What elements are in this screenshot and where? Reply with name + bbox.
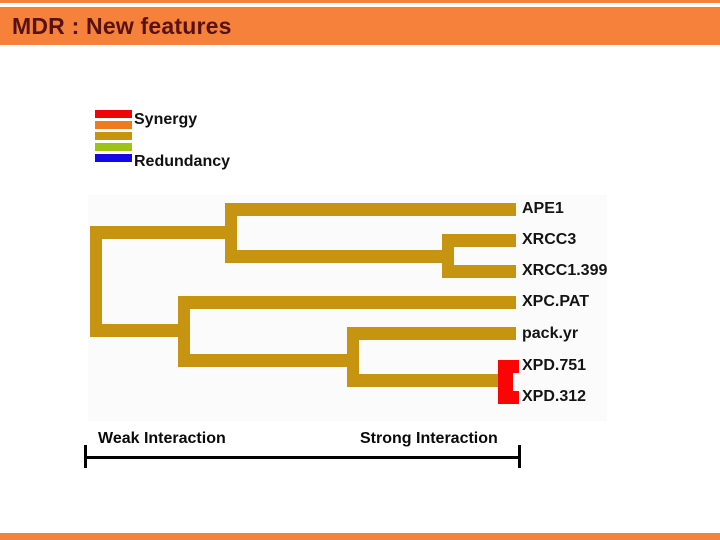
scale-tick-left (84, 445, 87, 468)
legend-label-redundancy: Redundancy (134, 153, 231, 170)
legend-label-synergy: Synergy (134, 111, 198, 128)
legend-swatch-blue (95, 154, 132, 162)
page-title: MDR : New features (12, 12, 232, 39)
legend-swatch-gold (95, 132, 132, 140)
leaf-label-packyr: pack.yr (522, 325, 579, 342)
leaf-label-xpd751: XPD.751 (522, 357, 587, 374)
branch-pack-yr (347, 327, 516, 340)
branch-xrcc3 (442, 234, 516, 247)
branch-ape1 (225, 203, 516, 216)
scale-tick-right (518, 445, 521, 468)
connector-root-bottom (90, 324, 190, 337)
leaf-label-xrcc3: XRCC3 (522, 231, 577, 248)
leaf-label-xpd312: XPD.312 (522, 388, 587, 405)
connector-to-xrcc-cluster (225, 250, 454, 263)
highlight-branch-xpd751 (498, 360, 519, 373)
leaf-label-xrcc1399: XRCC1.399 (522, 262, 608, 279)
junction-packyr-vertical (347, 327, 359, 387)
bottom-accent-strip (0, 533, 720, 540)
interaction-scale-line (84, 456, 521, 459)
leaf-label-ape1: APE1 (522, 200, 564, 217)
junction-lower-vertical (178, 296, 190, 367)
connector-to-xpd-cluster (347, 374, 500, 387)
scale-label-weak: Weak Interaction (98, 430, 226, 447)
top-accent-strip (0, 0, 720, 3)
connector-root-top (90, 226, 237, 239)
scale-label-strong: Strong Interaction (360, 430, 498, 447)
branch-xpc-pat (178, 296, 516, 309)
highlight-branch-xpd312 (498, 391, 519, 404)
leaf-label-xpcpat: XPC.PAT (522, 293, 589, 310)
root-vertical (90, 226, 102, 337)
branch-xrcc1-399 (442, 265, 516, 278)
connector-to-packyr-cluster (178, 354, 359, 367)
color-legend: Synergy Redundancy (95, 110, 295, 170)
legend-swatch-green (95, 143, 132, 151)
legend-swatch-orange (95, 121, 132, 129)
legend-swatch-red (95, 110, 132, 118)
slide-header-bar: MDR : New features (0, 7, 720, 45)
